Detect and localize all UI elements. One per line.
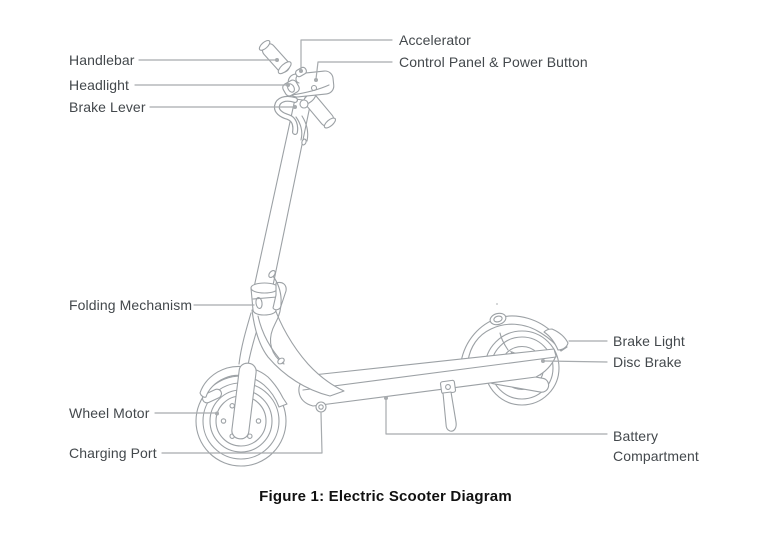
label-brake-light: Brake Light bbox=[613, 333, 685, 349]
label-battery-compartment: Battery Compartment bbox=[613, 428, 699, 464]
label-control-panel: Control Panel & Power Button bbox=[399, 54, 588, 70]
label-handlebar: Handlebar bbox=[69, 52, 135, 68]
label-wheel-motor: Wheel Motor bbox=[69, 405, 150, 421]
stem-drawing bbox=[252, 98, 312, 296]
label-brake-lever: Brake Lever bbox=[69, 99, 146, 115]
charging-port-drawing bbox=[315, 401, 327, 413]
figure-caption: Figure 1: Electric Scooter Diagram bbox=[259, 488, 512, 505]
label-charging-port: Charging Port bbox=[69, 445, 157, 461]
folding-mechanism-drawing bbox=[250, 281, 287, 316]
kickstand-drawing bbox=[439, 379, 457, 432]
label-folding-mechanism: Folding Mechanism bbox=[69, 297, 193, 313]
label-accelerator: Accelerator bbox=[399, 32, 471, 48]
label-headlight: Headlight bbox=[69, 77, 130, 93]
brake-lever-drawing bbox=[273, 95, 309, 146]
handlebar-drawing bbox=[258, 39, 337, 146]
label-disc-brake: Disc Brake bbox=[613, 354, 682, 370]
front-fender-drawing bbox=[199, 365, 288, 408]
front-fork-drawing bbox=[231, 312, 263, 440]
brake-light-drawing bbox=[543, 328, 569, 351]
stray-speck bbox=[496, 303, 498, 305]
bell-drawing bbox=[299, 99, 309, 109]
leader-lines bbox=[134, 39, 608, 454]
brake-cable-drawing bbox=[268, 269, 285, 365]
